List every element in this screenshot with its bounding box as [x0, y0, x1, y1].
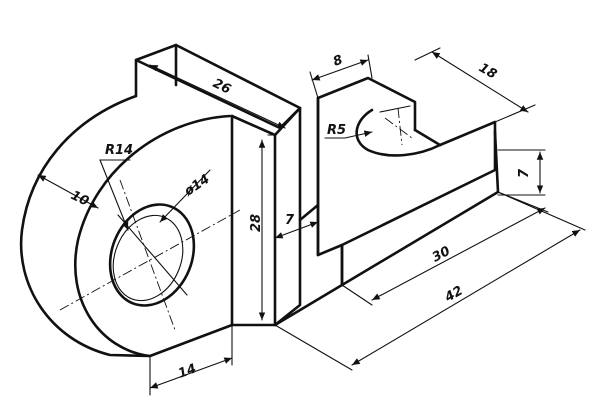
- dimension-lines: [37, 47, 586, 396]
- dim-7-web: 7: [285, 213, 295, 228]
- dim-r5: R5: [327, 123, 346, 138]
- dim-30: 30: [430, 244, 453, 266]
- dim-7-right: 7: [517, 168, 532, 178]
- dim-42: 42: [442, 283, 466, 306]
- bore-inner: [112, 214, 184, 302]
- bore-outer: [108, 203, 196, 307]
- left-boss: [19, 43, 302, 358]
- dim-18: 18: [476, 60, 499, 82]
- dim-10: 10: [68, 188, 91, 209]
- dim-14-bottom: 14: [176, 361, 198, 381]
- dim-r14: R14: [105, 143, 133, 158]
- right-tongue: [273, 76, 500, 327]
- dim-8: 8: [331, 53, 345, 70]
- dim-28: 28: [249, 214, 264, 232]
- dim-26: 26: [210, 76, 233, 97]
- slot-arc: [355, 108, 442, 157]
